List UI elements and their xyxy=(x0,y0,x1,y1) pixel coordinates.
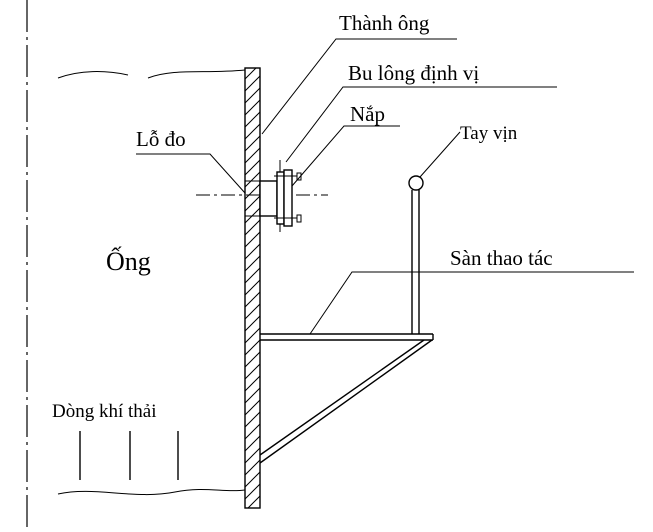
label-handrail: Tay vịn xyxy=(460,123,518,144)
pipe-break-bottom xyxy=(57,488,246,496)
cap xyxy=(283,169,293,227)
label-measuring-hole: Lỗ đo xyxy=(136,127,186,151)
locating-bolt-top xyxy=(274,172,302,181)
measuring-nozzle xyxy=(259,180,278,217)
leader-handrail xyxy=(419,131,461,178)
leader-pipe-wall xyxy=(261,38,457,135)
label-platform: Sàn thao tác xyxy=(450,246,553,270)
pipe-wall xyxy=(244,67,261,509)
leader-measuring-hole xyxy=(136,153,246,194)
nozzle-flange xyxy=(276,171,285,225)
pipe-break-top xyxy=(57,69,246,79)
leader-cap xyxy=(291,125,400,187)
handrail-knob xyxy=(408,175,424,191)
label-locating-bolt: Bu lông định vị xyxy=(348,61,479,85)
label-exhaust-flow: Dòng khí thải xyxy=(52,401,157,422)
label-pipe: Ống xyxy=(106,247,151,276)
handrail-post xyxy=(411,190,420,334)
label-cap: Nắp xyxy=(350,102,385,126)
leader-platform xyxy=(309,271,634,335)
leader-locating-bolt xyxy=(285,86,557,163)
platform-deck xyxy=(260,333,434,341)
label-pipe-wall: Thành ông xyxy=(339,11,430,35)
platform-brace xyxy=(259,339,433,464)
locating-bolt-bottom xyxy=(274,214,302,223)
